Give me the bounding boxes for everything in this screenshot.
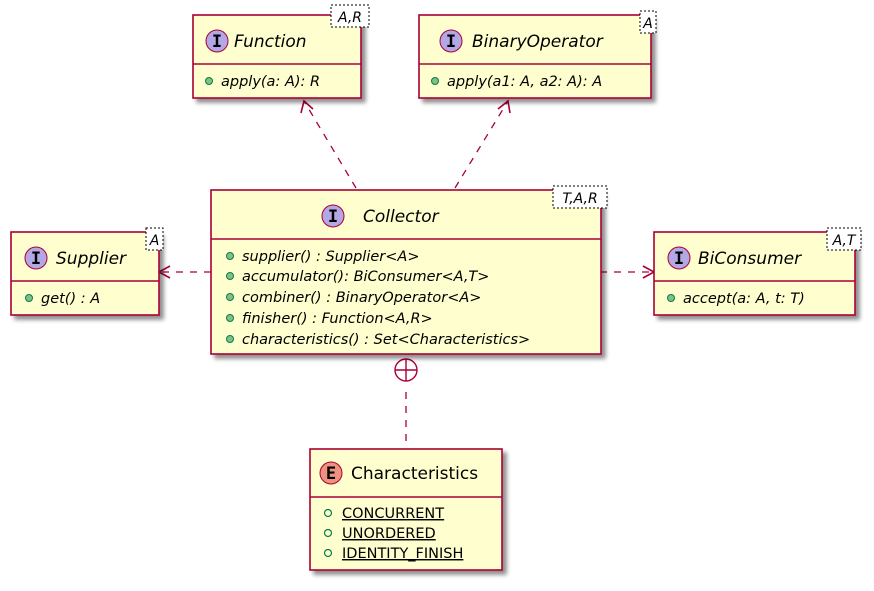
- type-parameters: T,A,R: [562, 191, 597, 207]
- class-name: Collector: [363, 207, 440, 227]
- class-supplier[interactable]: I Supplier A get() : A: [10, 227, 164, 316]
- class-name: Function: [234, 32, 307, 52]
- class-biconsumer[interactable]: I BiConsumer A,T accept(a: A, t: T): [653, 227, 862, 316]
- edge-collector-to-biconsumer: [600, 265, 656, 279]
- stereotype-letter: E: [326, 464, 336, 484]
- public-method-icon: [226, 272, 234, 280]
- class-binary-operator[interactable]: I BinaryOperator A apply(a1: A, a2: A): …: [418, 10, 657, 99]
- edge-collector-to-binary-operator: [454, 99, 511, 189]
- type-parameters: A: [149, 233, 160, 249]
- enum-constant: IDENTITY_FINISH: [342, 546, 463, 562]
- method: supplier() : Supplier<A>: [242, 249, 419, 265]
- public-field-icon: [323, 528, 333, 538]
- edge-collector-to-function: [300, 99, 357, 189]
- class-name: Supplier: [56, 249, 127, 269]
- class-name: BiConsumer: [698, 249, 802, 269]
- edge-nested-characteristics: [394, 358, 418, 447]
- interface-badge-icon: [205, 29, 229, 53]
- method: accept(a: A, t: T): [683, 291, 805, 307]
- public-field-icon: [323, 548, 333, 558]
- public-method-icon: [667, 294, 675, 302]
- public-method-icon: [226, 335, 234, 343]
- method: accumulator(): BiConsumer<A,T>: [242, 269, 489, 285]
- edge-collector-to-supplier: [157, 265, 211, 279]
- interface-badge-icon: [439, 29, 463, 53]
- class-name: Characteristics: [351, 464, 478, 484]
- public-method-icon: [431, 77, 439, 85]
- public-method-icon: [226, 252, 234, 260]
- method: apply(a1: A, a2: A): A: [447, 74, 602, 90]
- stereotype-letter: I: [328, 207, 338, 227]
- type-parameters: A,T: [832, 233, 857, 249]
- public-method-icon: [226, 293, 234, 301]
- method: finisher() : Function<A,R>: [242, 311, 433, 327]
- class-collector[interactable]: I Collector T,A,R supplier() : Supplier<…: [210, 185, 608, 355]
- enum-constant: UNORDERED: [342, 526, 436, 542]
- public-method-icon: [205, 77, 213, 85]
- stereotype-letter: I: [674, 249, 684, 269]
- class-function[interactable]: I Function A,R apply(a: A): R: [192, 4, 370, 99]
- public-field-icon: [323, 508, 333, 518]
- interface-badge-icon: [24, 246, 48, 270]
- interface-badge-icon: [321, 204, 345, 228]
- method: characteristics() : Set<Characteristics>: [242, 332, 530, 348]
- method: combiner() : BinaryOperator<A>: [242, 290, 481, 306]
- enum-characteristics[interactable]: E Characteristics CONCURRENT UNORDERED I…: [309, 448, 503, 571]
- public-method-icon: [25, 294, 33, 302]
- type-parameters: A: [642, 16, 653, 32]
- stereotype-letter: I: [31, 249, 41, 269]
- type-parameters: A,R: [337, 10, 362, 26]
- public-method-icon: [226, 314, 234, 322]
- enum-constant: CONCURRENT: [342, 506, 444, 522]
- stereotype-letter: I: [446, 32, 456, 52]
- stereotype-letter: I: [212, 32, 222, 52]
- method: get() : A: [41, 291, 100, 307]
- method: apply(a: A): R: [221, 74, 320, 90]
- enum-badge-icon: [319, 461, 343, 485]
- interface-badge-icon: [667, 246, 691, 270]
- class-name: BinaryOperator: [472, 32, 604, 52]
